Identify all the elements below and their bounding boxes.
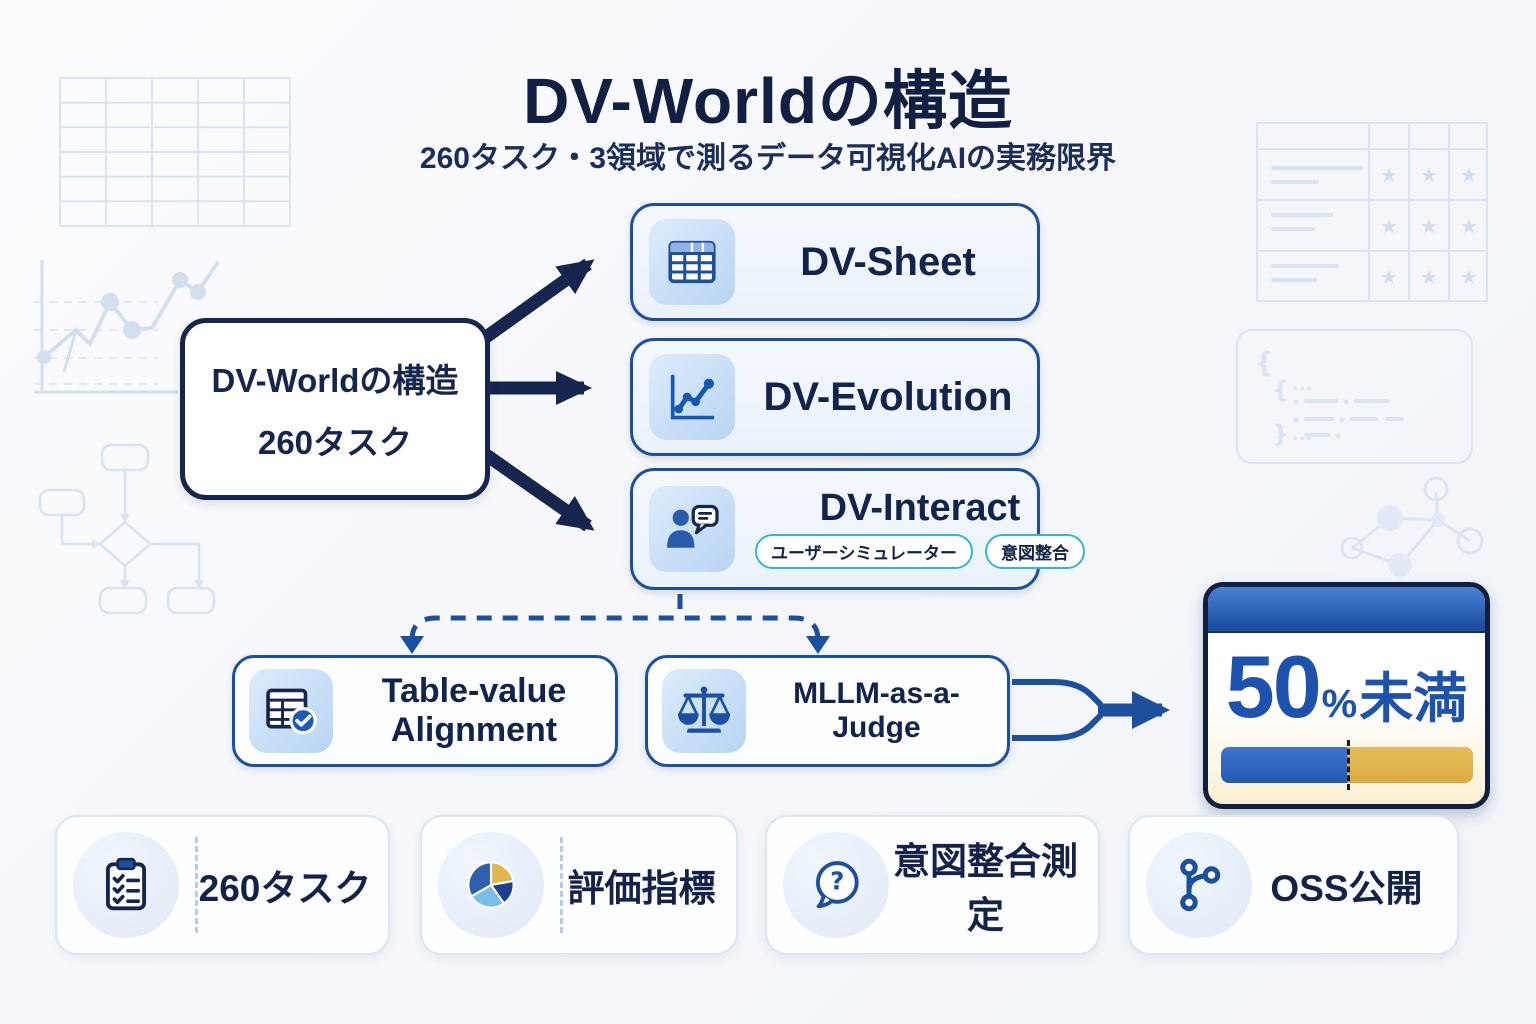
svg-text:{: { xyxy=(1272,376,1289,404)
svg-text:★: ★ xyxy=(1420,265,1438,289)
branch-dv-evolution-label: DV-Evolution xyxy=(763,374,1013,419)
branch-dv-interact: DV-Interact ユーザーシミュレーター 意図整合 xyxy=(630,468,1085,590)
page-subtitle: 260タスク・3領域で測るデータ可視化AIの実務限界 xyxy=(419,142,1117,175)
footer-card-divider xyxy=(560,837,563,933)
decor-code-block: { { ... } ... xyxy=(1236,329,1473,464)
result-value-suffix: 未満 xyxy=(1359,669,1468,729)
footer-card-metrics-label: 評価指標 xyxy=(567,868,716,909)
svg-text:}: } xyxy=(1272,420,1289,448)
result-value-number: 50 xyxy=(1225,637,1322,736)
result-progress-bar xyxy=(1220,740,1473,790)
eval-mllm-judge-label: MLLM-as-a-Judge xyxy=(793,676,960,745)
tag-user-simulator: ユーザーシミュレーター xyxy=(755,534,973,569)
result-card: 50 % 未満 xyxy=(1203,582,1490,809)
question-bubble-icon: ? xyxy=(783,832,889,938)
svg-text:...: ... xyxy=(1292,374,1313,395)
footer-card-tasks: 260タスク xyxy=(55,815,390,955)
eval-tva-line2: Alignment xyxy=(390,711,558,749)
footer-card-oss: OSS公開 xyxy=(1128,815,1459,955)
footer-card-divider xyxy=(195,837,198,933)
table-check-icon xyxy=(249,669,333,753)
eval-table-value-alignment: Table-value Alignment xyxy=(232,655,618,767)
converge-connector xyxy=(1012,679,1170,741)
footer-card-intent: ? 意図整合測定 xyxy=(765,815,1100,955)
svg-text:★: ★ xyxy=(1380,214,1398,238)
dashed-split-connector xyxy=(409,594,821,641)
progress-fill-blue xyxy=(1220,747,1347,783)
svg-text:★: ★ xyxy=(1380,265,1398,289)
progress-rest-gold xyxy=(1346,747,1473,783)
footer-card-oss-label: OSS公開 xyxy=(1270,868,1423,909)
svg-text:★: ★ xyxy=(1460,214,1478,238)
fanout-arrows xyxy=(478,258,595,532)
root-node-line2: 260タスク xyxy=(257,424,413,461)
branch-dv-sheet-label: DV-Sheet xyxy=(800,239,976,284)
svg-text:...: ... xyxy=(1292,424,1313,445)
svg-text:★: ★ xyxy=(1420,214,1438,238)
eval-mllm-as-a-judge: MLLM-as-a-Judge xyxy=(645,655,1010,767)
tag-intent-alignment: 意図整合 xyxy=(984,534,1085,569)
root-node: DV-Worldの構造 260タスク xyxy=(180,318,490,500)
result-card-header xyxy=(1208,587,1485,633)
branch-dv-sheet: DV-Sheet xyxy=(630,203,1040,321)
line-chart-icon xyxy=(649,354,735,440)
footer-card-tasks-label: 260タスク xyxy=(198,868,372,909)
svg-text:★: ★ xyxy=(1460,265,1478,289)
progress-threshold-line xyxy=(1346,740,1350,790)
eval-table-value-alignment-label: Table-value Alignment xyxy=(347,672,601,750)
root-node-line1: DV-Worldの構造 xyxy=(211,362,459,399)
table-icon xyxy=(649,219,735,305)
decor-network-graph xyxy=(1340,476,1484,577)
footer-card-metrics: 評価指標 xyxy=(420,815,738,955)
eval-tva-line1: Table-value xyxy=(381,671,567,710)
branch-dv-evolution: DV-Evolution xyxy=(630,338,1040,456)
git-branch-icon xyxy=(1146,832,1252,938)
result-value: 50 % 未満 xyxy=(1208,643,1485,733)
pie-chart-icon xyxy=(438,832,544,938)
scales-icon xyxy=(662,669,746,753)
decor-star-icons: ★★★ ★★★ ★★★ xyxy=(1380,163,1478,289)
checklist-clipboard-icon xyxy=(73,832,179,938)
svg-text:{: { xyxy=(1254,346,1274,379)
user-chat-icon xyxy=(649,486,735,572)
dv-interact-tags: ユーザーシミュレーター 意図整合 xyxy=(755,534,1085,569)
svg-text:?: ? xyxy=(830,867,844,896)
branch-dv-interact-label: DV-Interact xyxy=(819,487,1021,529)
result-value-unit: % xyxy=(1321,682,1358,726)
dashed-connector-arrowheads xyxy=(400,636,830,654)
page-title: DV-Worldの構造 xyxy=(523,65,1013,137)
footer-card-intent-label: 意図整合測定 xyxy=(893,841,1078,936)
